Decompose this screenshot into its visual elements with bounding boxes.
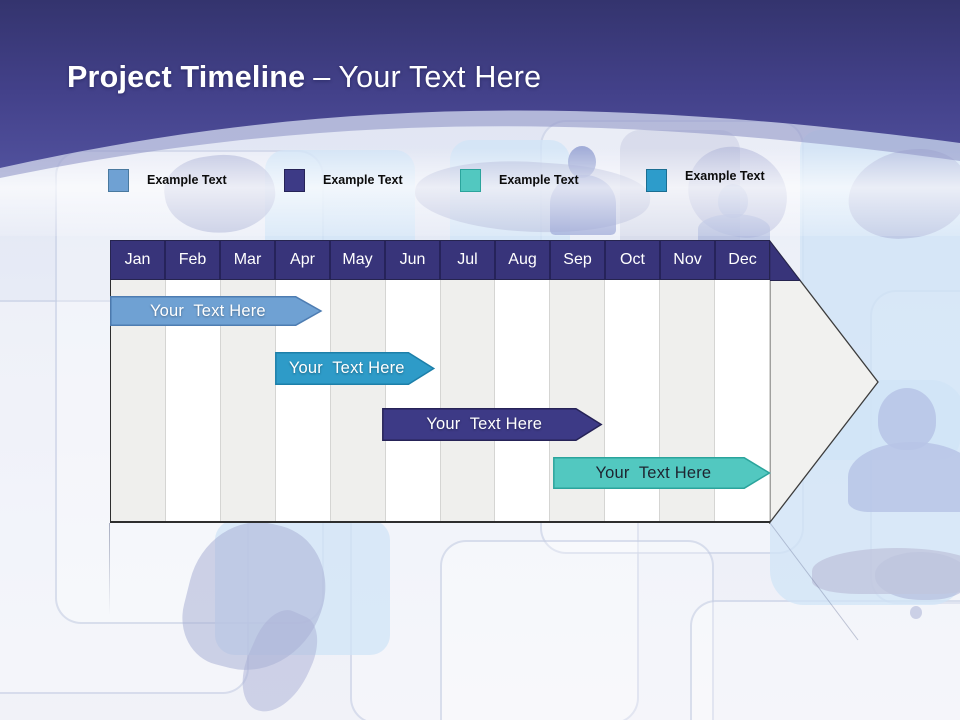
month-cell-nov[interactable]: Nov	[659, 241, 714, 279]
gantt-bar-label: Your Text Here	[149, 302, 266, 320]
legend-label: Example Text	[147, 173, 227, 187]
month-cell-oct[interactable]: Oct	[604, 241, 659, 279]
month-cell-apr[interactable]: Apr	[274, 241, 329, 279]
legend-item-1[interactable]: Example Text	[108, 169, 227, 192]
timeline-arrowhead	[769, 240, 879, 524]
map-blob-south-america	[171, 507, 340, 687]
month-cell-mar[interactable]: Mar	[219, 241, 274, 279]
collage-edge-line	[769, 522, 859, 641]
month-cell-dec[interactable]: Dec	[714, 241, 769, 279]
gantt-bar-3[interactable]: Your Text Here	[382, 408, 603, 441]
header-banner	[0, 0, 960, 178]
legend-label: Example Text	[685, 169, 765, 183]
gantt-bar-label: Your Text Here	[426, 415, 543, 433]
legend-label: Example Text	[499, 173, 579, 187]
map-blob-dot	[910, 606, 922, 619]
month-cell-may[interactable]: May	[329, 241, 384, 279]
collage-edge-line	[109, 523, 110, 615]
legend-swatch-icon	[646, 169, 667, 192]
grid-column-jul	[440, 280, 496, 521]
background-card	[440, 540, 714, 720]
page-title-placeholder: Your Text Here	[338, 60, 542, 94]
month-cell-jul[interactable]: Jul	[439, 241, 494, 279]
page-title-bold: Project Timeline	[67, 60, 306, 94]
legend-swatch-icon	[108, 169, 129, 192]
map-blob-south-america	[229, 601, 329, 720]
page-title[interactable]: Project Timeline–Your Text Here	[67, 60, 541, 95]
gantt-bar-2[interactable]: Your Text Here	[275, 352, 436, 385]
legend-item-3[interactable]: Example Text	[460, 169, 579, 192]
gantt-bar-label: Your Text Here	[595, 464, 712, 482]
month-cell-feb[interactable]: Feb	[164, 241, 219, 279]
legend-swatch-icon	[460, 169, 481, 192]
month-cell-jan[interactable]: Jan	[124, 251, 151, 268]
header-curve	[0, 0, 960, 168]
month-cell-jun[interactable]: Jun	[384, 241, 439, 279]
gantt-bar-label: Your Text Here	[288, 359, 405, 377]
background-tile	[215, 520, 390, 655]
person-silhouette-shoulders	[812, 548, 960, 594]
grid-column-jun	[385, 280, 441, 521]
legend-item-2[interactable]: Example Text	[284, 169, 403, 192]
legend-label: Example Text	[323, 173, 403, 187]
grid-column-may	[330, 280, 386, 521]
grid-column-aug	[495, 280, 551, 521]
map-blob-australia	[875, 552, 960, 600]
legend-swatch-icon	[284, 169, 305, 192]
month-cell-aug[interactable]: Aug	[494, 241, 549, 279]
gantt-bar-1[interactable]: Your Text Here	[110, 296, 323, 326]
gantt-bar-4[interactable]: Your Text Here	[552, 457, 771, 489]
legend-item-4[interactable]: Example Text	[646, 169, 765, 192]
page-title-separator: –	[313, 60, 331, 94]
month-cell-sep[interactable]: Sep	[549, 241, 604, 279]
background-card	[690, 600, 960, 720]
